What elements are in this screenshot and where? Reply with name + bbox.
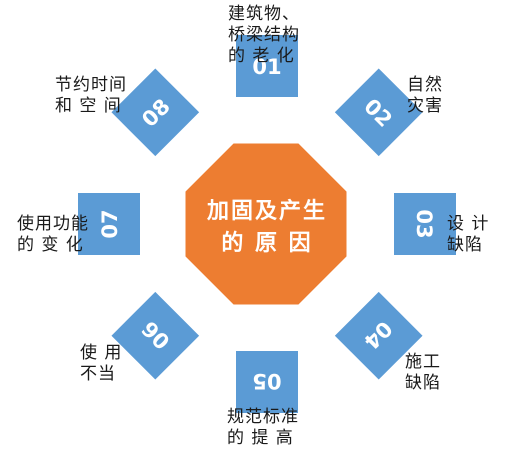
label-01: 建筑物、桥梁结构的 老 化 xyxy=(228,4,300,67)
label-line: 和 空 间 xyxy=(55,96,122,116)
item-number: 03 xyxy=(412,209,436,238)
label-line: 缺陷 xyxy=(405,373,441,393)
label-line: 使用功能 xyxy=(17,214,89,234)
item-box-05: 05 xyxy=(236,351,298,413)
label-08: 节约时间和 空 间 xyxy=(55,75,127,117)
item-box-rect xyxy=(394,193,456,255)
item-box-01: 01 xyxy=(236,35,298,97)
center-title-line1: 加固及产生 xyxy=(206,199,327,224)
item-box-rect xyxy=(111,68,200,157)
item-number: 05 xyxy=(252,369,281,393)
item-box-06: 06 xyxy=(111,291,200,380)
item-box-08: 08 xyxy=(111,68,200,157)
label-line: 缺陷 xyxy=(447,235,483,255)
item-box-rect xyxy=(236,35,298,97)
item-box-rect xyxy=(78,193,140,255)
label-04: 施工缺陷 xyxy=(405,352,441,394)
label-line: 规范标准 xyxy=(227,407,299,427)
item-number: 01 xyxy=(252,55,281,79)
label-05: 规范标准的 提 高 xyxy=(227,407,299,449)
label-line: 设 计 xyxy=(447,214,490,234)
center-title-line2: 的 原 因 xyxy=(221,230,312,256)
label-line: 的 老 化 xyxy=(228,46,295,66)
label-line: 的 提 高 xyxy=(227,428,294,448)
label-line: 自然 xyxy=(407,75,443,95)
item-number: 07 xyxy=(98,209,122,238)
label-07: 使用功能的 变 化 xyxy=(17,214,89,256)
item-box-03: 03 xyxy=(394,193,456,255)
label-line: 的 变 化 xyxy=(17,235,84,255)
item-box-rect xyxy=(236,351,298,413)
label-line: 建筑物、 xyxy=(228,4,300,24)
label-line: 使 用 xyxy=(80,343,123,363)
label-line: 施工 xyxy=(405,352,441,372)
label-06: 使 用不当 xyxy=(80,343,122,385)
label-line: 桥梁结构 xyxy=(228,25,300,45)
label-line: 不当 xyxy=(80,364,116,384)
label-02: 自然灾害 xyxy=(407,75,443,117)
center-octagon xyxy=(182,140,350,308)
label-line: 灾害 xyxy=(407,96,443,116)
center-octagon-group: 加固及产生 的 原 因 xyxy=(182,140,350,308)
item-box-07: 07 xyxy=(78,193,140,255)
label-03: 设 计缺陷 xyxy=(447,214,489,256)
label-line: 节约时间 xyxy=(55,75,127,95)
